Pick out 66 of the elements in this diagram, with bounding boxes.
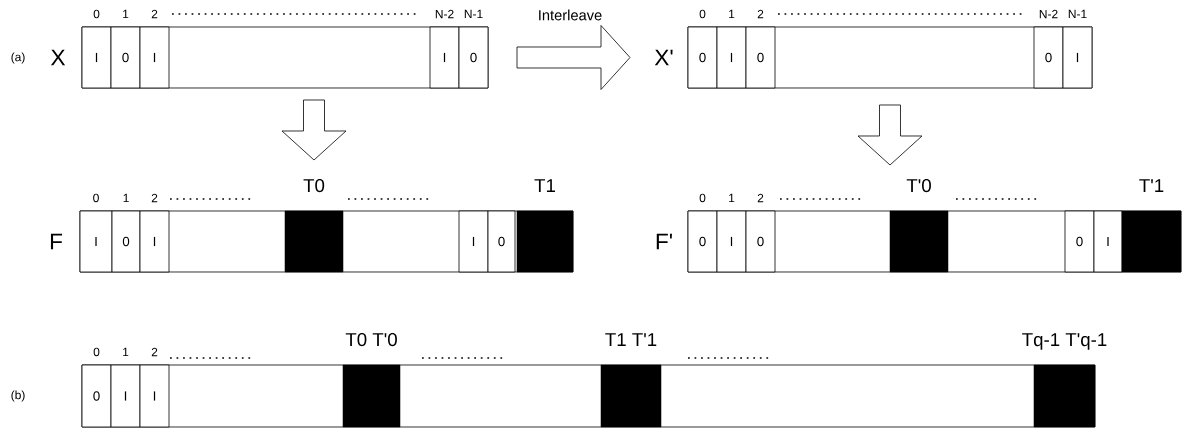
bit-cell: I [110, 364, 141, 428]
index-label: 0 [93, 193, 99, 203]
bit-cell: 0 [745, 210, 776, 273]
block-label: T'1 [1139, 179, 1164, 192]
node-label: X' [654, 49, 673, 66]
index-label: 1 [729, 193, 735, 203]
index-label: 0 [93, 347, 100, 357]
bit-cell: 0 [687, 210, 718, 273]
bit-cell: 0 [687, 26, 718, 89]
block-label: T1 T'1 [605, 333, 657, 346]
bit-cell: 0 [1064, 210, 1095, 273]
bit-cell: I [429, 26, 460, 89]
tail-block [1121, 210, 1182, 273]
tail-block [516, 210, 574, 273]
index-label: 1 [123, 9, 129, 19]
bit-cell: 0 [458, 26, 489, 89]
bit-cell: 0 [110, 26, 141, 89]
tail-block [600, 364, 662, 428]
block-label: T0 T'0 [345, 332, 397, 347]
index-label: N-1 [1068, 9, 1087, 19]
block-arrow [516, 25, 631, 90]
index-label: 1 [123, 193, 129, 203]
node-label: F [50, 233, 63, 250]
bit-cell: I [716, 210, 747, 273]
index-label: 2 [151, 9, 158, 19]
bit-cell: 0 [111, 210, 141, 273]
index-label: N-2 [435, 9, 454, 19]
tail-block [889, 210, 949, 273]
bit-cell: 0 [487, 210, 516, 273]
index-label: 0 [699, 9, 706, 19]
bit-cell: 0 [745, 26, 776, 89]
index-label: 0 [93, 9, 100, 19]
index-label: 2 [757, 193, 764, 203]
block-label: T0 [303, 178, 325, 193]
tail-block [342, 364, 401, 428]
bit-cell: 0 [1033, 26, 1064, 89]
block-arrow [281, 99, 347, 161]
edge-label: Interleave [539, 9, 602, 21]
block-arrow [857, 104, 923, 166]
panel-label: (b) [11, 390, 25, 402]
block-label: T1 [534, 179, 555, 192]
bit-cell: I [139, 26, 170, 89]
index-label: 1 [729, 9, 735, 19]
bit-cell: 0 [81, 364, 112, 428]
index-label: 0 [699, 193, 706, 203]
panel-label: (a) [11, 52, 25, 64]
node-label: X [50, 49, 66, 66]
bit-cell: I [716, 26, 747, 89]
bit-cell: I [79, 210, 113, 273]
block-label: T'0 [906, 178, 931, 193]
block-label: Tq-1 T'q-1 [1022, 333, 1107, 350]
node-label: F' [656, 233, 672, 250]
tail-block [1033, 364, 1096, 428]
bit-cell: I [139, 210, 170, 273]
tail-block [284, 210, 344, 273]
index-label: 1 [123, 347, 129, 357]
bit-cell: I [139, 364, 170, 428]
bit-cell: I [1093, 210, 1123, 273]
index-label: 2 [151, 347, 158, 357]
bit-cell: I [1062, 26, 1093, 89]
index-label: 2 [151, 193, 158, 203]
index-label: N-2 [1039, 9, 1058, 19]
bit-cell: I [81, 26, 112, 89]
index-label: N-1 [464, 9, 483, 19]
index-label: 2 [757, 9, 764, 19]
bit-cell: I [458, 210, 489, 273]
